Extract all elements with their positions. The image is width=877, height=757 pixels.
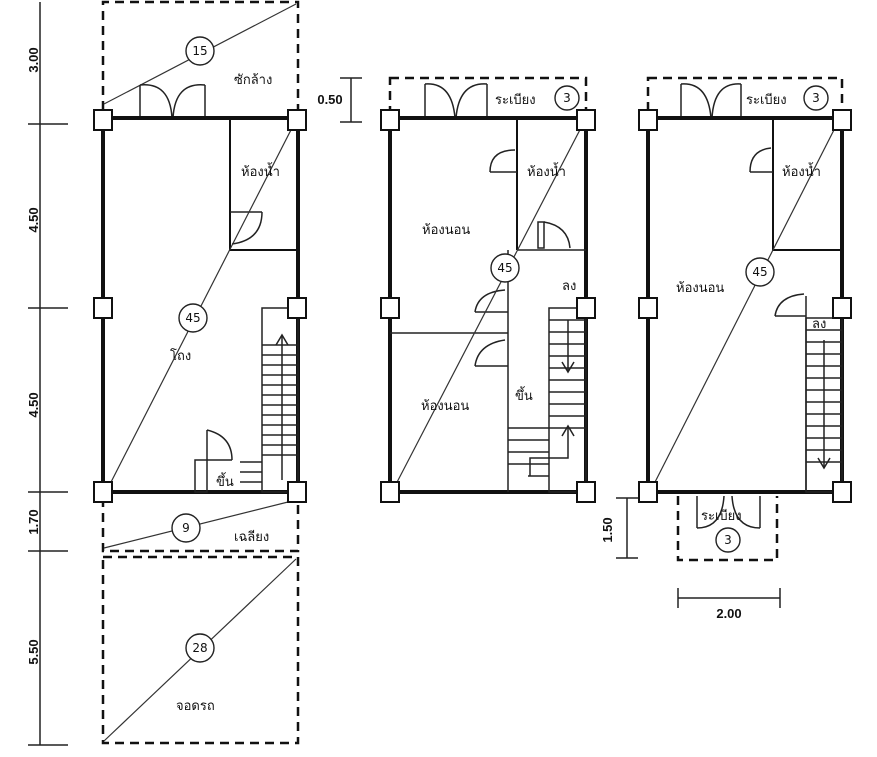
laundry-area-outline: [101, 0, 300, 110]
porch-label: เฉลียง: [234, 529, 269, 545]
second-bathroom-door: [489, 149, 517, 173]
laundry-area-number: 15: [192, 44, 207, 58]
third-floor-plan: ระเบียง 3 ห้องน้ำ 45 ห้องนอน ลง ระเบียง …: [638, 76, 852, 562]
second-balcony-area-number: 3: [563, 91, 571, 105]
parking-label: จอดรถ: [176, 699, 215, 714]
bathroom-door: [230, 211, 263, 245]
second-floor-plan: ระเบียง 3 ห้องน้ำ ห้องนอน 45 ลง ห้องนอน …: [380, 76, 596, 503]
third-bedroom-label: ห้องนอน: [676, 281, 724, 296]
dim-4-50-b: 4.50: [26, 392, 41, 417]
second-area-number: 45: [497, 261, 512, 275]
third-bottom-balcony-label: ระเบียง: [701, 508, 742, 524]
third-stair-down-label: ลง: [812, 317, 826, 332]
dim-3-00: 3.00: [26, 47, 41, 72]
ground-stair-up-label: ขึ้น: [216, 472, 234, 490]
closet-door: [537, 221, 571, 249]
dim-1-70: 1.70: [26, 509, 41, 534]
bedroom-door-1: [474, 289, 508, 313]
bottom-balcony-door: [696, 495, 761, 529]
second-balcony-label: ระเบียง: [495, 92, 536, 108]
dim-2-00: 2.00: [716, 606, 741, 621]
laundry-label: ซักล้าง: [234, 73, 272, 88]
ground-stairs: [240, 307, 299, 493]
dim-1-50: 1.50: [600, 517, 615, 542]
third-top-balcony-area-number: 3: [812, 91, 820, 105]
second-stair-down-label: ลง: [562, 279, 576, 294]
bedroom-1-label: ห้องนอน: [422, 223, 470, 238]
third-bathroom-label: ห้องน้ำ: [782, 162, 821, 180]
second-bathroom-label: ห้องน้ำ: [527, 162, 566, 180]
second-balcony-area-circle: [554, 85, 580, 111]
dim-4-50-a: 4.50: [26, 207, 41, 232]
bottom-balcony-outline: [676, 496, 779, 562]
balcony-door: [424, 83, 488, 119]
third-bathroom-door: [749, 147, 773, 173]
stair-up-path: [529, 428, 569, 476]
mid-dimension-line: 0.50: [317, 77, 362, 123]
third-top-balcony-area-circle: [803, 85, 829, 111]
right-dimension-lines: 1.50 2.00: [600, 497, 781, 621]
third-top-balcony-label: ระเบียง: [746, 92, 787, 108]
bedroom-2-label: ห้องนอน: [421, 399, 469, 414]
third-area-circle: [745, 257, 775, 287]
parking-area-number: 28: [192, 641, 207, 655]
hall-area-number: 45: [185, 311, 200, 325]
bedroom-door-2: [474, 339, 508, 367]
parking-area-circle: [185, 633, 215, 663]
porch-area-outline: [101, 498, 300, 553]
second-stair-up-label: ขึ้น: [515, 386, 533, 404]
porch-area-circle: [171, 513, 201, 543]
porch-area-number: 9: [182, 521, 190, 535]
dim-5-50: 5.50: [26, 639, 41, 664]
third-area-number: 45: [752, 265, 767, 279]
hall-label: โถง: [170, 348, 191, 364]
ground-bathroom-label: ห้องน้ำ: [241, 162, 280, 180]
left-dimension-line: 3.00 4.50 4.50 1.70 5.50: [26, 2, 68, 746]
second-area-circle: [490, 253, 520, 283]
hall-door: [194, 429, 233, 493]
laundry-door: [139, 84, 206, 119]
third-room-door: [774, 293, 806, 317]
third-stairs: [805, 317, 843, 493]
dim-0-50: 0.50: [317, 92, 342, 107]
parking-area-outline: [101, 555, 300, 745]
top-balcony-door: [680, 83, 742, 119]
second-stairs: [508, 307, 587, 493]
hall-area-circle: [178, 303, 208, 333]
ground-floor-plan: 15 ซักล้าง ห้องน้ำ 45 โถง ขึ้น 9 เฉลียง …: [93, 0, 307, 745]
third-bottom-balcony-area-number: 3: [724, 533, 732, 547]
third-bottom-balcony-area-circle: [715, 527, 741, 553]
laundry-area-circle: [185, 36, 215, 66]
